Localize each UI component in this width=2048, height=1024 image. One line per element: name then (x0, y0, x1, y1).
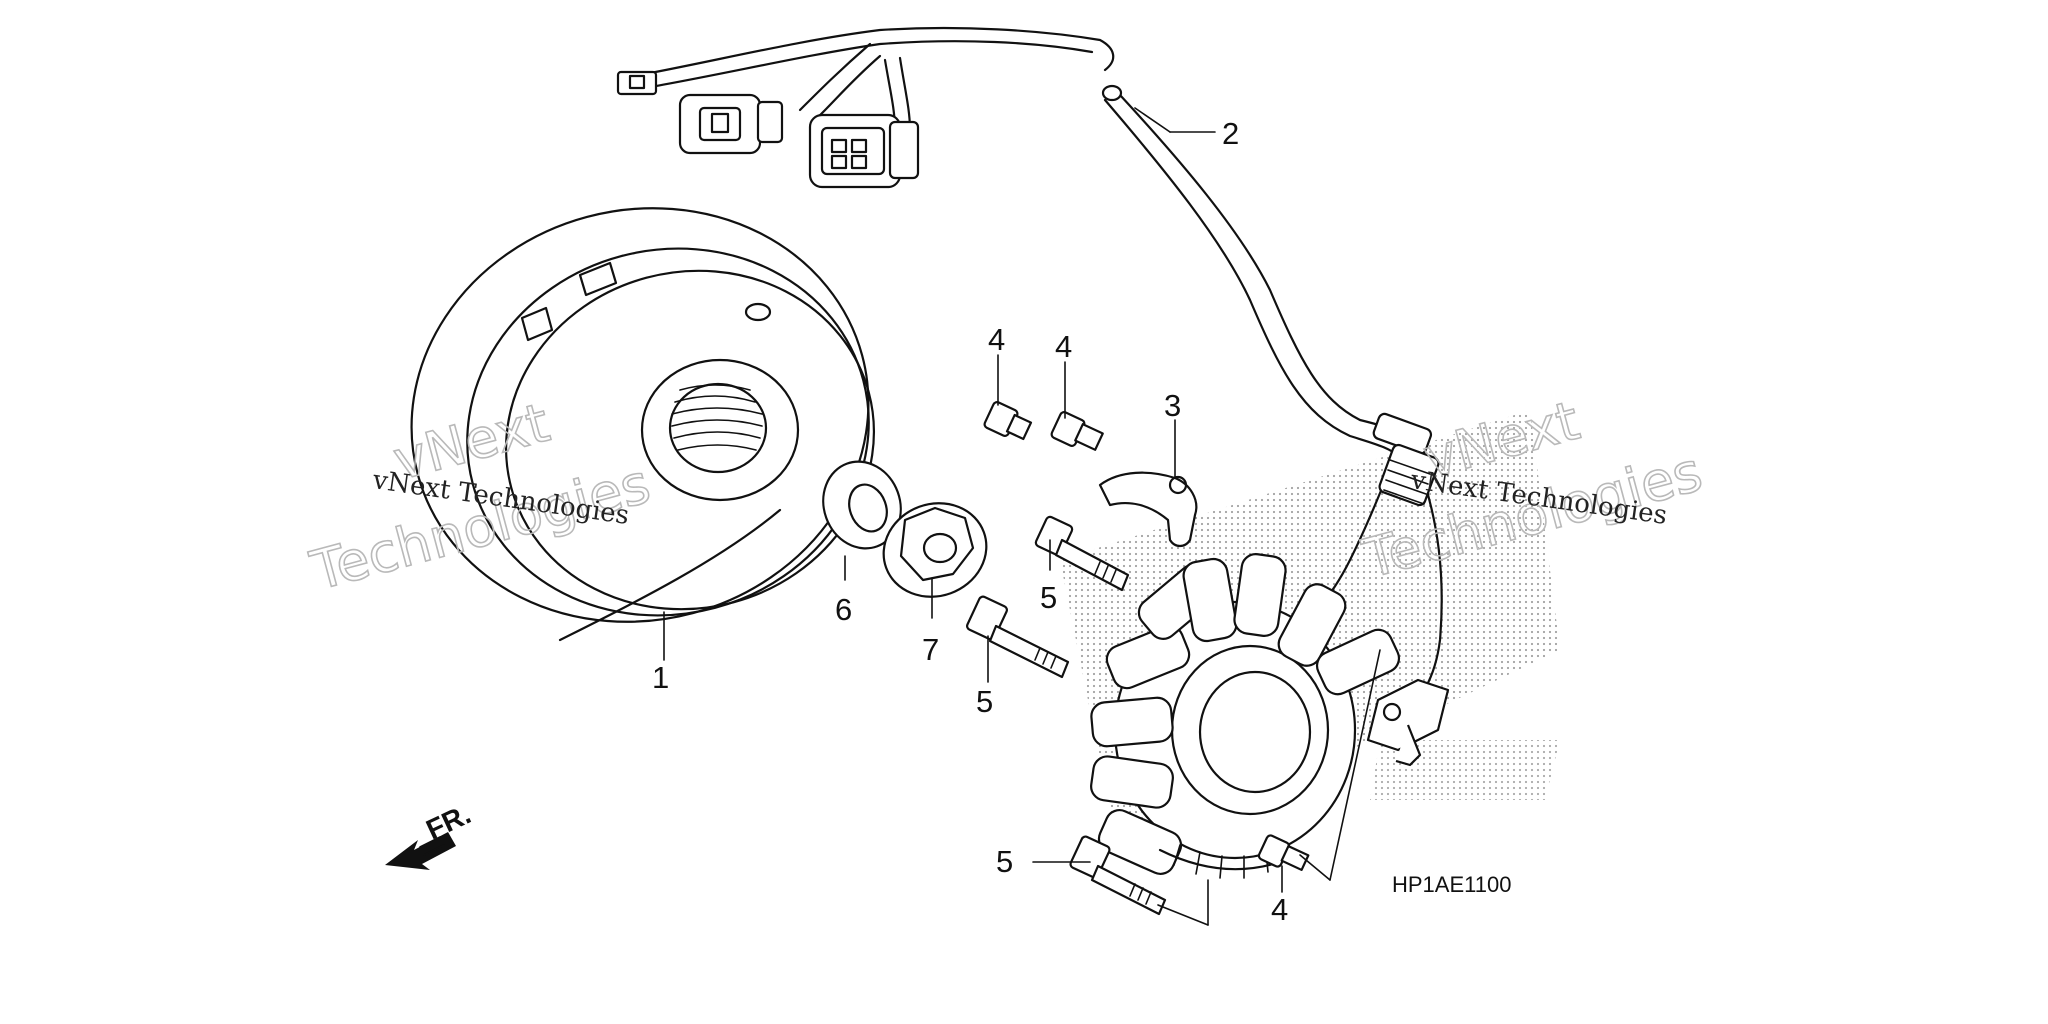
bolt-4-bottom (1257, 834, 1310, 871)
bolt-5-upper (1034, 515, 1130, 592)
wire-clamp (1098, 471, 1198, 548)
harness-connectors (616, 70, 920, 189)
bolt-5-middle (966, 595, 1070, 679)
front-label: FR. (421, 798, 475, 845)
callout-labels: 1 2 3 4 4 4 5 5 5 6 7 (652, 116, 1288, 927)
callout-5-upper: 5 (1040, 580, 1057, 615)
callout-5-lower: 5 (996, 844, 1013, 879)
callout-5-middle: 5 (976, 684, 993, 719)
callout-6: 6 (835, 592, 852, 627)
callout-4-bottom: 4 (1271, 892, 1288, 927)
bolt-4-top-left (983, 401, 1033, 441)
leader-lines (663, 107, 1381, 926)
stator (1090, 553, 1401, 879)
callout-2: 2 (1222, 116, 1239, 151)
front-arrow (385, 832, 456, 870)
bolt-4-top-right (1050, 411, 1104, 451)
callout-1: 1 (652, 660, 669, 695)
callout-4-top-left: 4 (988, 322, 1005, 357)
callout-3: 3 (1164, 388, 1181, 423)
bolt-5-lower (1069, 835, 1167, 916)
pulse-generator (1366, 678, 1450, 767)
diagram-code: HP1AE1100 (1392, 872, 1511, 897)
flange-nut (882, 502, 988, 598)
callout-4-top-right: 4 (1055, 329, 1072, 364)
callout-7: 7 (922, 632, 939, 667)
washer (822, 460, 902, 550)
flywheel (410, 207, 876, 642)
